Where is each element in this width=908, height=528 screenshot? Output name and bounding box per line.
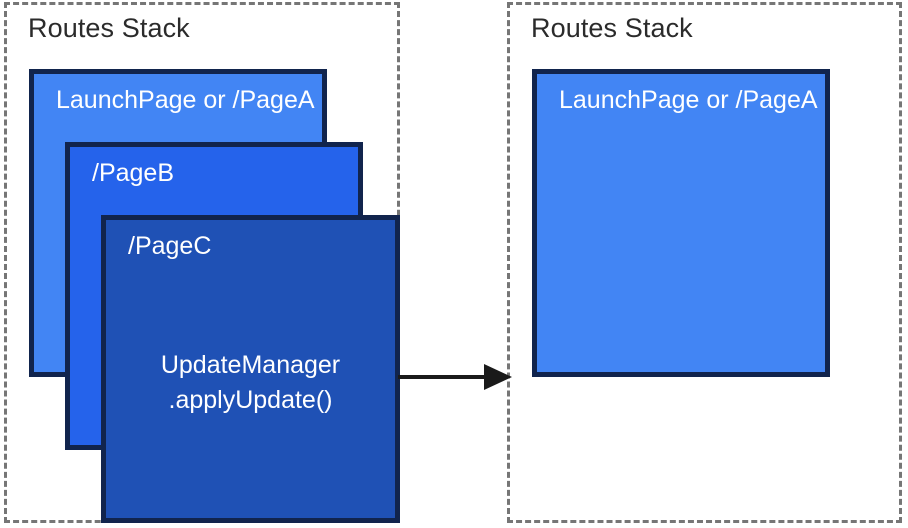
panel-title-before: Routes Stack — [28, 13, 190, 43]
panel-title-after: Routes Stack — [531, 13, 693, 43]
route-card-page-a-after-label: LaunchPage or /PageA — [559, 86, 818, 114]
transition-arrow-icon — [398, 364, 512, 390]
update-manager-call-line-2: .applyUpdate() — [168, 386, 333, 414]
route-card-page-a-label: LaunchPage or /PageA — [56, 86, 315, 114]
update-manager-call-line-1: UpdateManager — [160, 351, 341, 379]
routes-stack-panel-after — [507, 2, 902, 523]
route-card-page-c-body: UpdateManager .applyUpdate() — [106, 348, 395, 418]
route-card-page-c-label: /PageC — [128, 232, 212, 260]
route-card-page-a-after[interactable]: LaunchPage or /PageA — [532, 69, 830, 377]
route-card-page-c[interactable]: /PageC UpdateManager .applyUpdate() — [101, 215, 400, 523]
route-card-page-b-label: /PageB — [92, 159, 175, 187]
